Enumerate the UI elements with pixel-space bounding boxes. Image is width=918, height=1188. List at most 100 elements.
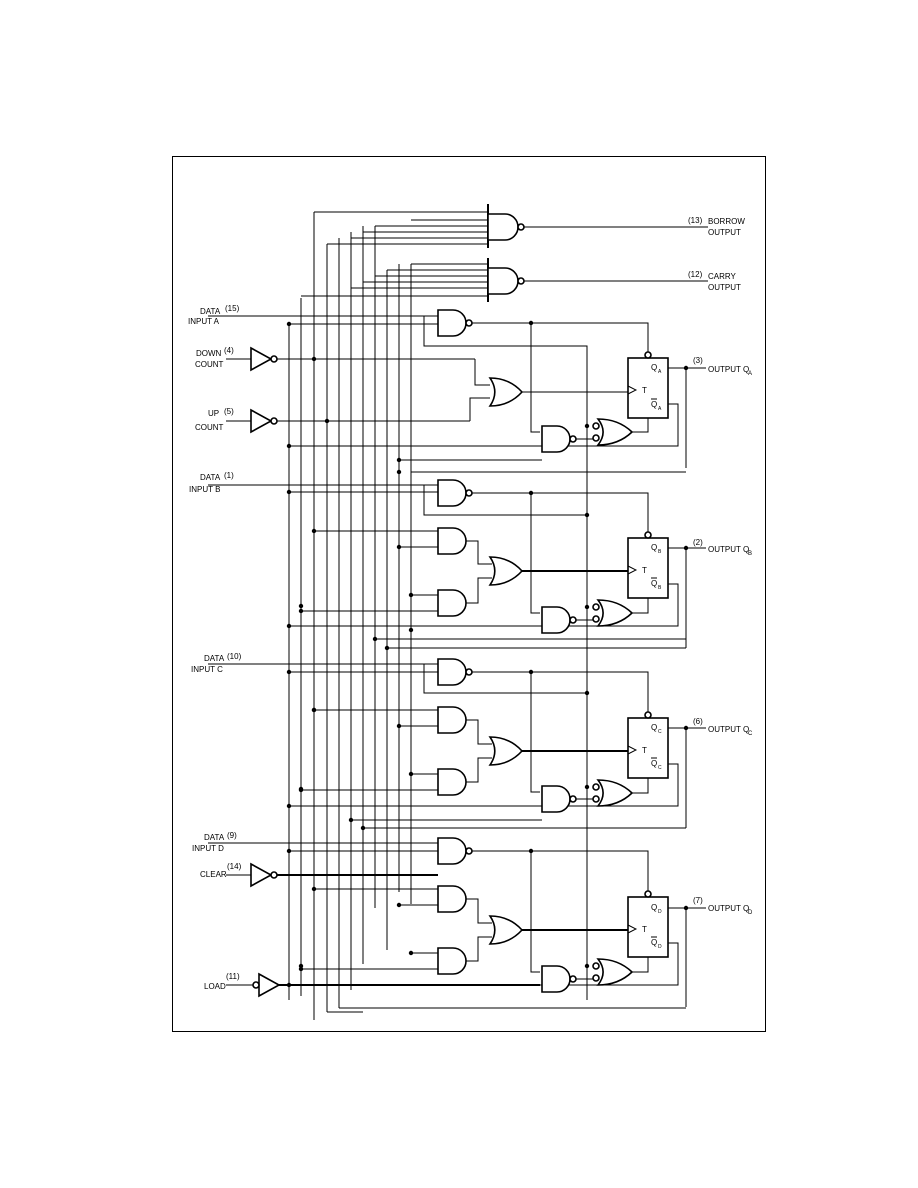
junction-dot (584, 423, 590, 429)
preset-or-gate-a (596, 418, 634, 446)
data-input-b-label: DATA (1) INPUT B (189, 471, 234, 494)
junction-dot (408, 627, 414, 633)
junction-dot (528, 669, 534, 675)
junction-dot (286, 669, 292, 675)
junction-dot (311, 356, 317, 362)
svg-text:Q: Q (651, 903, 657, 912)
clear-label: CLEAR (14) (200, 862, 242, 879)
junction-dot (528, 320, 534, 326)
output-qa-label: (3) OUTPUT Q A (693, 356, 752, 377)
wire (469, 397, 490, 421)
clear-nand-gate-c-bubble (569, 795, 577, 803)
junction-dot (584, 963, 590, 969)
or-input-bubble (592, 974, 600, 982)
svg-text:B: B (658, 585, 662, 591)
down-count-label: DOWN (4) COUNT (195, 346, 234, 369)
junction-dot (384, 645, 390, 651)
wire (632, 598, 649, 614)
junction-dot (584, 690, 590, 696)
svg-text:T: T (642, 925, 647, 934)
data-nand-gate-b-bubble (465, 489, 473, 497)
svg-text:A: A (658, 406, 662, 412)
clear-nand-gate-b (541, 606, 571, 634)
junction-dot (408, 950, 414, 956)
carry-nand-gate-bubble (517, 277, 525, 285)
output-qc-label: (6) OUTPUT Q C (693, 717, 753, 737)
svg-text:DATA: DATA (200, 473, 221, 482)
clear-nand-gate-a (541, 425, 571, 453)
data-nand-gate-a-bubble (465, 319, 473, 327)
junction-dot (528, 848, 534, 854)
svg-text:CARRY: CARRY (708, 272, 737, 281)
flipflop-d: Q D T Q D (627, 890, 669, 958)
flipflop-a: Q A T Q A (627, 351, 669, 419)
svg-text:OUTPUT Q: OUTPUT Q (708, 365, 749, 374)
data-input-c-label: DATA (10) INPUT C (191, 652, 242, 674)
svg-text:T: T (642, 386, 647, 395)
svg-text:OUTPUT: OUTPUT (708, 283, 741, 292)
svg-text:INPUT C: INPUT C (191, 665, 223, 674)
up-count-inverter-bubble (270, 417, 278, 425)
svg-text:C: C (658, 765, 662, 771)
wire (466, 936, 492, 962)
clear-inverter-bubble (270, 871, 278, 879)
svg-text:T: T (642, 566, 647, 575)
gates (250, 213, 634, 998)
or-input-bubble (592, 434, 600, 442)
data-nand-gate-c (437, 658, 467, 686)
wire (423, 664, 587, 694)
wire (466, 719, 492, 745)
junction-dot (360, 825, 366, 831)
junction-dot (396, 544, 402, 550)
junction-dot (311, 886, 317, 892)
junction-dot (396, 469, 402, 475)
svg-text:BORROW: BORROW (708, 217, 745, 226)
preset-or-gate-d (596, 958, 634, 986)
junction-dot (286, 489, 292, 495)
carry-output-label: (12) CARRY OUTPUT (688, 270, 741, 292)
data-input-a-label: DATA (15) INPUT A (188, 304, 240, 326)
count-or-gate-a (488, 377, 524, 407)
svg-text:Q: Q (651, 723, 657, 732)
junction-dot (324, 418, 330, 424)
svg-text:D: D (658, 909, 662, 915)
junction-dot (286, 623, 292, 629)
up-and-gate-2 (437, 706, 467, 734)
data-nand-gate-c-bubble (465, 668, 473, 676)
svg-text:C: C (748, 731, 753, 737)
output-qb-label: (2) OUTPUT Q B (693, 538, 752, 557)
svg-text:(12): (12) (688, 270, 703, 279)
carry-nand-gate (487, 267, 519, 295)
or-input-bubble (592, 615, 600, 623)
flipflop-c: Q C T Q C (627, 711, 669, 779)
count-or-gate-b (488, 556, 524, 586)
svg-text:D: D (748, 910, 753, 916)
output-qd-label: (7) OUTPUT Q D (693, 896, 753, 916)
svg-text:DATA: DATA (204, 833, 225, 842)
junction-dot (286, 982, 292, 988)
preset-or-gate-c (596, 779, 634, 807)
junction-dot (286, 443, 292, 449)
svg-text:Q: Q (651, 579, 657, 588)
junction-dot (286, 321, 292, 327)
flipflop-b: Q B T Q B (627, 531, 669, 599)
junction-dot (584, 784, 590, 790)
wire (466, 540, 492, 565)
svg-text:OUTPUT: OUTPUT (708, 228, 741, 237)
wire (466, 577, 492, 604)
svg-text:D: D (658, 944, 662, 950)
svg-text:Q: Q (651, 938, 657, 947)
svg-text:C: C (658, 729, 662, 735)
junction-dot (372, 636, 378, 642)
or-input-bubble (592, 795, 600, 803)
diagram-frame (172, 156, 766, 1032)
junction-dot (683, 725, 689, 731)
svg-text:DOWN: DOWN (196, 349, 222, 358)
svg-text:(5): (5) (224, 407, 234, 416)
junction-dot (298, 608, 304, 614)
junction-dot (683, 545, 689, 551)
up-count-label: UP (5) COUNT (195, 407, 234, 432)
load-label: LOAD (11) (204, 972, 240, 991)
down-and-gate-2 (437, 768, 467, 796)
